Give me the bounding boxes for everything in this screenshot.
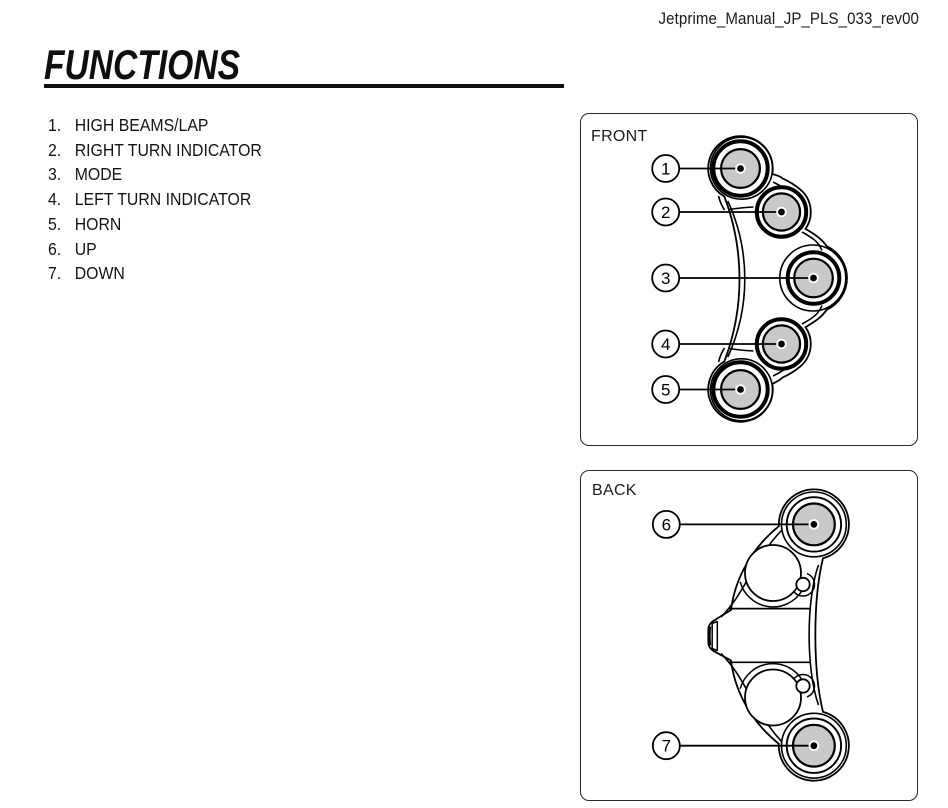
svg-text:7: 7: [662, 737, 671, 756]
svg-text:3: 3: [661, 269, 670, 288]
svg-text:5: 5: [661, 381, 670, 400]
svg-text:1: 1: [661, 160, 670, 179]
svg-text:6: 6: [662, 515, 671, 534]
svg-text:2: 2: [661, 203, 670, 222]
svg-text:4: 4: [661, 335, 670, 354]
